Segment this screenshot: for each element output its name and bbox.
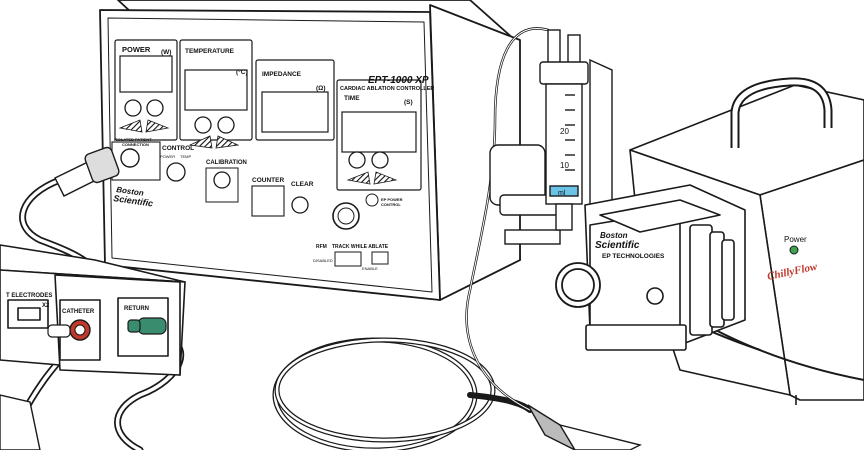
svg-text:Scientific: Scientific xyxy=(595,240,640,251)
track-switch[interactable] xyxy=(334,251,362,267)
generator-arrow-keys[interactable] xyxy=(118,119,398,185)
ep-power-icon xyxy=(365,193,379,207)
svg-text:EPT-1000 XP: EPT-1000 XP xyxy=(368,75,429,86)
svg-text:(W): (W) xyxy=(161,49,171,56)
pump-labels: Boston Scientific EP TECHNOLOGIES xyxy=(595,231,665,260)
syringe-plunger-icon xyxy=(549,185,579,197)
svg-text:CONNECTION: CONNECTION xyxy=(122,142,149,147)
lower-left-device xyxy=(0,394,41,450)
pump-knob[interactable] xyxy=(555,262,601,308)
svg-text:EP POWER: EP POWER xyxy=(381,197,403,202)
ep-power-knob[interactable] xyxy=(332,202,360,230)
svg-text:X2: X2 xyxy=(42,303,50,309)
svg-text:CLEAR: CLEAR xyxy=(291,181,314,188)
svg-text:RFM: RFM xyxy=(316,244,327,250)
svg-text:RETURN: RETURN xyxy=(124,306,149,312)
generator-buttons[interactable] xyxy=(124,99,389,214)
svg-text:EP TECHNOLOGIES: EP TECHNOLOGIES xyxy=(602,253,665,260)
syringe-tick-10: 10 xyxy=(560,161,569,170)
syringe-tick-20: 20 xyxy=(560,127,569,136)
catheter-plug-icon xyxy=(47,324,71,338)
svg-text:(°C): (°C) xyxy=(236,68,248,76)
svg-text:CARDIAC ABLATION CONTROLLER: CARDIAC ABLATION CONTROLLER xyxy=(340,86,434,92)
catheter-handle xyxy=(527,404,643,450)
svg-text:T ELECTRODES: T ELECTRODES xyxy=(6,293,52,299)
svg-text:CALIBRATION: CALIBRATION xyxy=(206,160,247,166)
pump-body xyxy=(584,184,746,351)
power-led-icon[interactable] xyxy=(789,245,799,255)
patient-cable-connector xyxy=(54,146,140,197)
counter-display xyxy=(251,185,285,217)
svg-text:Boston: Boston xyxy=(116,185,145,198)
junction-labels: T ELECTRODES X2 CATHETER RETURN xyxy=(6,293,149,315)
svg-text:IMPEDANCE: IMPEDANCE xyxy=(262,71,302,78)
svg-text:(Ω): (Ω) xyxy=(316,85,326,92)
return-plug-icon[interactable] xyxy=(127,317,167,335)
svg-text:POWER: POWER xyxy=(160,154,175,159)
svg-text:Boston: Boston xyxy=(600,231,628,240)
svg-text:CATHETER: CATHETER xyxy=(62,309,95,315)
svg-text:TRACK WHILE ABLATE: TRACK WHILE ABLATE xyxy=(332,244,389,250)
svg-text:TEMP: TEMP xyxy=(180,154,191,159)
cabinet-power-label: Power xyxy=(784,235,807,244)
svg-text:CONTROL: CONTROL xyxy=(381,202,401,207)
syringe-ml-label: ml xyxy=(558,190,566,197)
svg-text:ENABLE: ENABLE xyxy=(362,266,378,271)
svg-text:COUNTER: COUNTER xyxy=(252,177,284,184)
svg-text:(S): (S) xyxy=(404,99,413,106)
svg-text:POWER: POWER xyxy=(122,45,151,54)
svg-text:ISOLATED PATIENT: ISOLATED PATIENT xyxy=(114,137,152,142)
syringe-stand xyxy=(489,58,613,245)
svg-text:TEMPERATURE: TEMPERATURE xyxy=(185,48,235,55)
svg-text:TIME: TIME xyxy=(344,95,360,102)
syringe xyxy=(539,29,589,231)
calibration-slot xyxy=(205,167,239,203)
junction-box xyxy=(0,244,186,376)
svg-text:DISABLED: DISABLED xyxy=(313,258,333,263)
svg-text:CONTROL: CONTROL xyxy=(162,145,194,152)
